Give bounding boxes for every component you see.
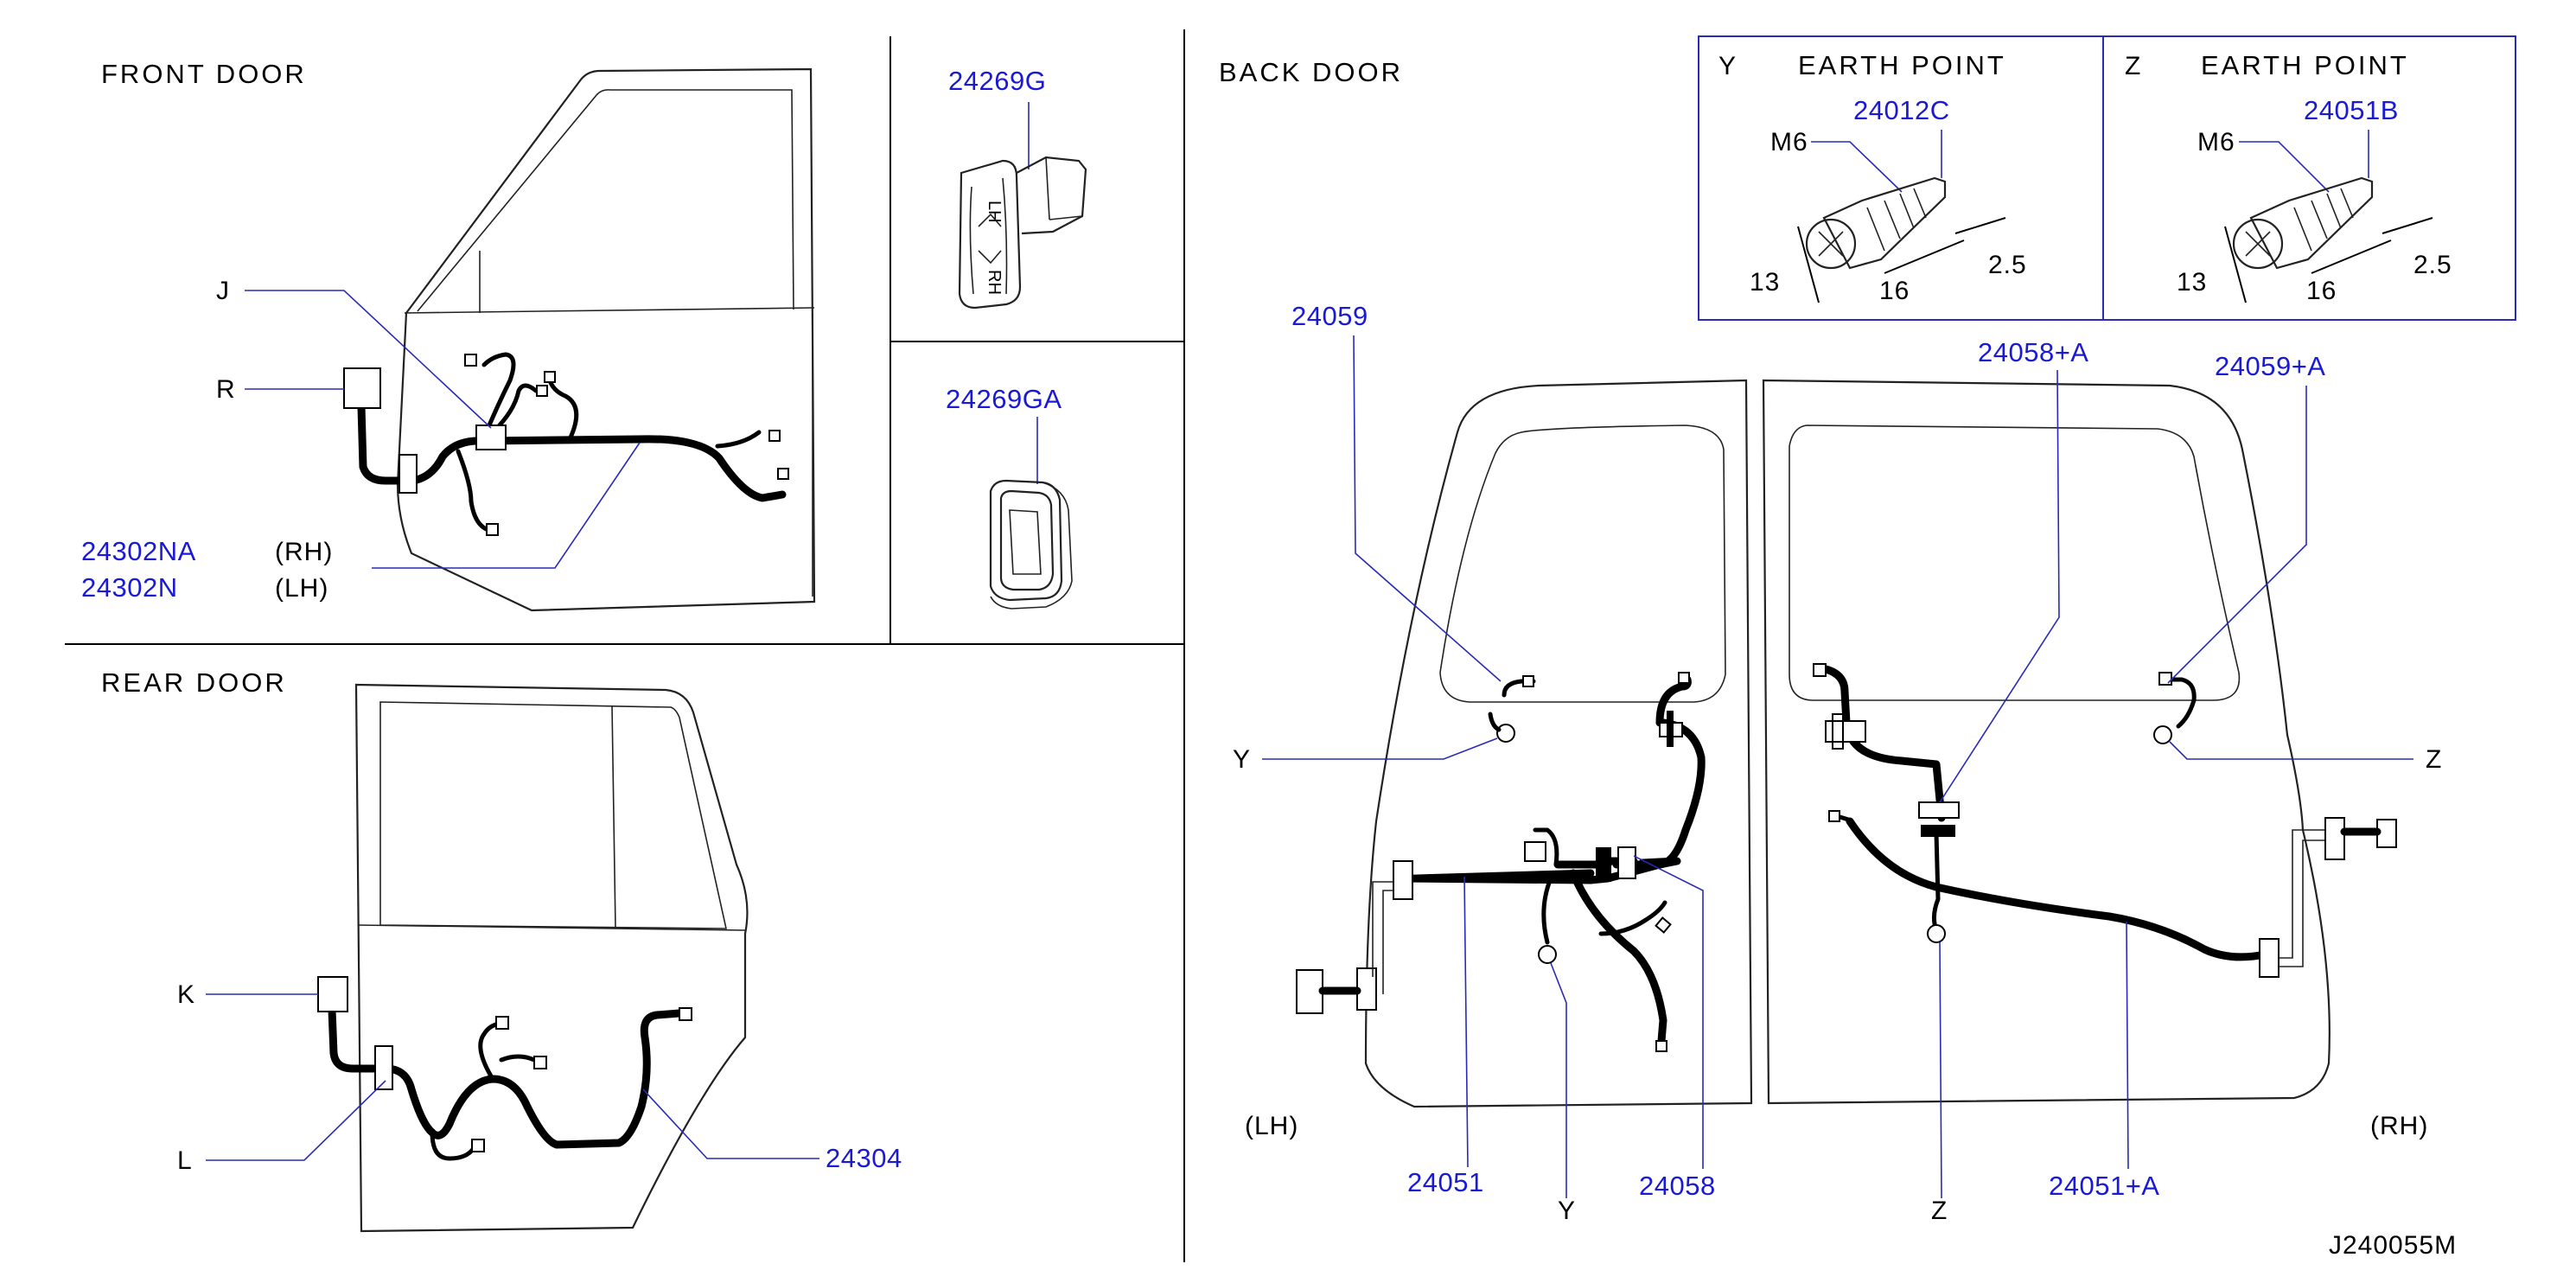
front-door-title: FRONT DOOR	[101, 59, 307, 89]
rear-door-title: REAR DOOR	[101, 667, 287, 698]
earth-z-dim13: 13	[2177, 268, 2207, 297]
callout-l: L	[177, 1146, 193, 1175]
back-door-section: BACK DOOR	[1219, 57, 2442, 1225]
earth-z-letter: Z	[2125, 52, 2141, 80]
earth-y-dim13: 13	[1750, 268, 1780, 297]
part-24012c: 24012C	[1853, 95, 1950, 125]
part-24302na: 24302NA	[81, 536, 196, 566]
earth-y-bolt: M6	[1770, 128, 1808, 156]
earth-z-bolt: M6	[2197, 128, 2235, 156]
rear-door-section: REAR DOOR K L 24304	[101, 667, 902, 1233]
grommet-rh-mark: RH	[985, 270, 1004, 295]
part-24059a: 24059+A	[2215, 351, 2325, 381]
part-24058a: 24058+A	[1978, 337, 2088, 367]
back-door-rh-outline	[1762, 379, 2331, 1105]
rear-door-outline	[354, 683, 749, 1233]
connector-k	[317, 976, 348, 1012]
callout-y-bottom: Y	[1558, 1197, 1576, 1225]
callout-z-right: Z	[2426, 745, 2442, 774]
grommet-24269ga: 24269GA	[946, 384, 1073, 610]
back-door-lh-outline	[1364, 379, 1753, 1108]
earth-z-dim16: 16	[2306, 277, 2337, 305]
earth-y-letter: Y	[1718, 52, 1737, 80]
callout-k: K	[177, 980, 195, 1009]
earth-z-title: EARTH POINT	[2201, 50, 2409, 80]
part-24269g: 24269G	[948, 66, 1046, 96]
side-lh-label: (LH)	[275, 574, 328, 603]
side-rh-label: (RH)	[275, 538, 333, 566]
earth-point-z: Z EARTH POINT 24051B M6 13 16 2.5	[2125, 50, 2452, 305]
connector-r	[343, 367, 381, 409]
front-door-section: FRONT DOOR J R 24302NA (RH) 24302N (LH)	[81, 59, 816, 612]
back-door-title: BACK DOOR	[1219, 57, 1403, 87]
earth-y-title: EARTH POINT	[1798, 50, 2006, 80]
callout-r: R	[216, 375, 236, 404]
part-24051a: 24051+A	[2049, 1171, 2159, 1201]
part-24269ga: 24269GA	[946, 384, 1062, 414]
back-lh-label: (LH)	[1245, 1112, 1298, 1140]
front-door-harness	[357, 402, 787, 502]
part-24302n: 24302N	[81, 572, 178, 603]
callout-j: J	[216, 277, 230, 305]
front-door-outline	[396, 67, 816, 612]
part-24304: 24304	[826, 1143, 902, 1173]
part-24059: 24059	[1291, 301, 1368, 331]
part-24051b: 24051B	[2304, 95, 2399, 125]
back-rh-label: (RH)	[2370, 1112, 2428, 1140]
earth-z-dim25: 2.5	[2413, 251, 2452, 279]
grommet-24269g: 24269G LH RH	[948, 66, 1087, 310]
earth-point-y: Y EARTH POINT 24012C M6 13 16 2.5	[1718, 50, 2027, 305]
part-24051: 24051	[1407, 1167, 1484, 1197]
panel-dividers	[65, 29, 1185, 1262]
drawing-code: J240055M	[2329, 1231, 2457, 1260]
earth-y-dim25: 2.5	[1988, 251, 2027, 279]
earth-point-boxes: Y EARTH POINT 24012C M6 13 16 2.5 Z EART…	[1698, 35, 2516, 321]
part-24058: 24058	[1639, 1171, 1716, 1201]
callout-z-bottom: Z	[1931, 1197, 1948, 1225]
callout-y-left: Y	[1233, 745, 1251, 774]
grommet-lh-mark: LH	[985, 201, 1004, 223]
earth-y-dim16: 16	[1879, 277, 1910, 305]
